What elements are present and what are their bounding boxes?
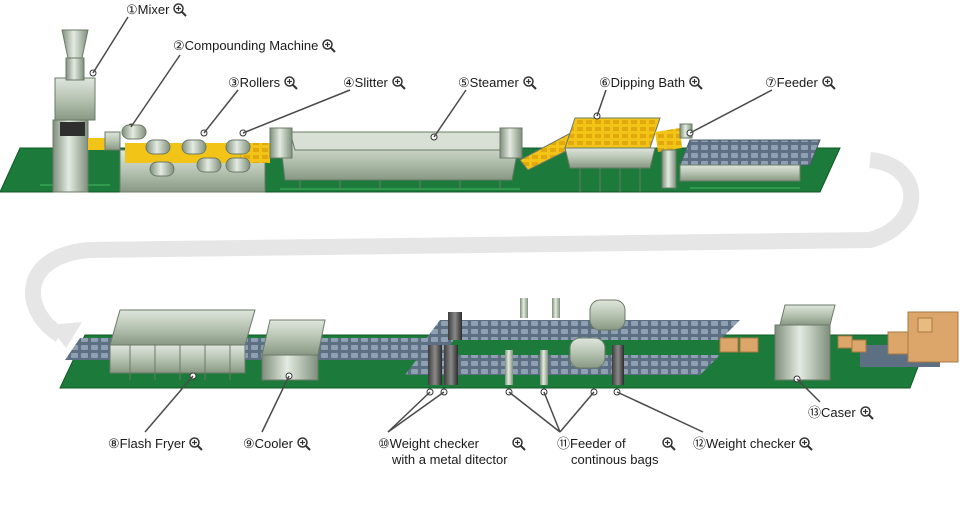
label-rollers-text: ③Rollers	[228, 75, 281, 90]
zoom-in-icon[interactable]	[523, 76, 537, 90]
zoom-in-icon[interactable]	[173, 3, 188, 17]
zoom-in-icon[interactable]	[322, 39, 337, 53]
label-dipping-bath[interactable]: ⑥Dipping Bath	[599, 75, 703, 91]
zoom-in-icon[interactable]	[689, 76, 703, 90]
zoom-in-icon[interactable]	[189, 437, 204, 451]
label-feeder[interactable]: ⑦Feeder	[765, 75, 836, 91]
return-arrow-head	[48, 322, 82, 348]
label-rollers[interactable]: ③Rollers	[228, 75, 298, 91]
label-steamer-text: ⑤Steamer	[458, 75, 519, 90]
label-weightmetal-line1: ⑩Weight checker	[378, 436, 480, 451]
label-fryer-text: ⑧Flash Fryer	[108, 436, 186, 451]
return-flow-arrow	[25, 152, 920, 342]
label-bagfeeder-line2: continous bags	[571, 452, 659, 467]
weight-checker-metal-detector	[426, 312, 462, 396]
cooler-machine	[261, 319, 326, 381]
label-weight2-text: ⑫Weight checker	[693, 436, 796, 451]
label-mixer-text: ①Mixer	[126, 2, 170, 17]
compounding-machine	[88, 123, 135, 151]
lower-conveyor-upper-branch	[425, 320, 740, 340]
zoom-in-icon[interactable]	[297, 437, 311, 451]
label-caser[interactable]: ⑬Caser	[808, 405, 874, 421]
zoom-in-icon[interactable]	[662, 437, 677, 451]
label-mixer[interactable]: ①Mixer	[126, 2, 188, 18]
zoom-in-icon[interactable]	[511, 437, 526, 451]
label-bagfeeder-line1: ⑪Feeder of	[557, 436, 626, 451]
zoom-in-icon[interactable]	[392, 76, 406, 90]
label-feeder-text: ⑦Feeder	[765, 75, 818, 90]
label-steamer[interactable]: ⑤Steamer	[458, 75, 537, 91]
bag-feeder-machines	[505, 298, 626, 396]
leader-lines	[92, 16, 821, 433]
label-weightmetal-line2: with a metal ditector	[392, 452, 508, 467]
label-compounding-text: ②Compounding Machine	[173, 38, 319, 53]
feeder-machine	[679, 123, 821, 182]
label-flash-fryer[interactable]: ⑧Flash Fryer	[108, 436, 204, 452]
dipping-bath-machine	[564, 112, 682, 192]
label-caser-text: ⑬Caser	[808, 405, 856, 420]
label-dipping-text: ⑥Dipping Bath	[599, 75, 686, 90]
label-compounding-machine[interactable]: ②Compounding Machine	[173, 38, 337, 54]
zoom-in-icon[interactable]	[799, 437, 814, 451]
label-slitter[interactable]: ④Slitter	[343, 75, 406, 91]
label-cooler[interactable]: ⑨Cooler	[243, 436, 311, 452]
lower-conveyor-lower-branch	[405, 355, 720, 375]
label-cooler-text: ⑨Cooler	[243, 436, 293, 451]
zoom-in-icon[interactable]	[284, 76, 298, 90]
label-weight-checker[interactable]: ⑫Weight checker	[693, 436, 814, 452]
zoom-in-icon[interactable]	[822, 76, 836, 90]
label-slitter-text: ④Slitter	[343, 75, 388, 90]
flash-fryer-machine	[109, 309, 256, 380]
caser-machine	[774, 304, 836, 383]
mixer-machine	[52, 29, 97, 193]
steamer-machine	[269, 127, 523, 190]
zoom-in-icon[interactable]	[859, 406, 874, 420]
rollers-machine	[119, 124, 270, 193]
product-boxes	[719, 311, 959, 363]
